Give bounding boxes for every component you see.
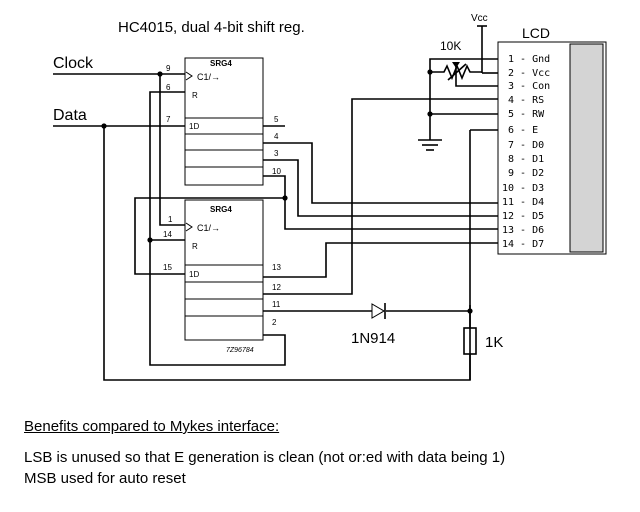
lcd-pin-6: 6 - E: [508, 125, 538, 136]
upper-clock-label: C1/→: [197, 72, 220, 82]
diode-1n914: [371, 303, 386, 319]
lcd-pin-7: 7 - D0: [508, 140, 544, 151]
pin-upper-data: 7: [166, 115, 171, 124]
lcd-pin-3: 3 - Con: [508, 81, 550, 92]
pin-upper-q3: 3: [274, 149, 279, 158]
pin-lower-q3: 11: [272, 300, 281, 309]
wiring: [53, 25, 498, 381]
pin-upper-q4: 10: [272, 167, 281, 176]
notes-heading: Benefits compared to Mykes interface:: [24, 418, 280, 435]
lower-reset-label: R: [192, 242, 198, 251]
vcc-label: Vcc: [471, 13, 488, 24]
lcd-module: LCD 1 - Gnd 2 - Vcc 3 - Con 4 - RS 5 - R…: [497, 25, 607, 255]
lower-clock-label: C1/→: [197, 223, 220, 233]
pin-lower-q1: 13: [272, 263, 281, 272]
lcd-pin-8: 8 - D1: [508, 154, 544, 165]
lcd-pin-10: 10 - D3: [502, 183, 544, 194]
pin-upper-q1: 5: [274, 115, 279, 124]
lcd-pin-4: 4 - RS: [508, 95, 544, 106]
pin-lower-data: 15: [163, 263, 172, 272]
chip-title: HC4015, dual 4-bit shift reg.: [118, 19, 305, 36]
lower-input-label: 1D: [189, 270, 199, 279]
upper-reset-label: R: [192, 91, 198, 100]
pin-upper-clock: 9: [166, 64, 171, 73]
lcd-pin-11: 11 - D4: [502, 197, 544, 208]
lower-srg-label: SRG4: [210, 205, 232, 214]
lcd-pin-12: 12 - D5: [502, 211, 544, 222]
part-code: 7Z96784: [226, 347, 254, 354]
lcd-pin-13: 13 - D6: [502, 225, 544, 236]
lcd-pin-5: 5 - RW: [508, 109, 545, 120]
upper-srg-label: SRG4: [210, 59, 232, 68]
pin-lower-reset: 14: [163, 230, 172, 239]
lcd-pin-1: 1 - Gnd: [508, 54, 550, 65]
diode-label: 1N914: [351, 330, 395, 347]
lower-shift-register: SRG4 C1/→ R 1D 7Z96784: [184, 199, 264, 354]
data-label: Data: [53, 107, 87, 124]
lcd-title: LCD: [522, 25, 550, 41]
pin-lower-q4: 2: [272, 318, 277, 327]
junction-dots: [101, 69, 473, 314]
pot-label: 10K: [440, 39, 461, 53]
clock-label: Clock: [53, 55, 94, 72]
upper-shift-register: SRG4 C1/→ R 1D: [184, 57, 264, 186]
lcd-pin-14: 14 - D7: [502, 239, 544, 250]
upper-input-label: 1D: [189, 122, 199, 131]
pin-lower-q2: 12: [272, 283, 281, 292]
note-line-2: MSB used for auto reset: [24, 470, 186, 487]
pin-lower-clock: 1: [168, 215, 173, 224]
lcd-pin-9: 9 - D2: [508, 168, 544, 179]
pin-upper-q2: 4: [274, 132, 279, 141]
note-line-1: LSB is unused so that E generation is cl…: [24, 449, 506, 466]
pin-upper-reset: 6: [166, 83, 171, 92]
lcd-pin-2: 2 - Vcc: [508, 68, 550, 79]
resistor-label: 1K: [485, 334, 503, 351]
notes-section: Benefits compared to Mykes interface: LS…: [24, 418, 634, 489]
